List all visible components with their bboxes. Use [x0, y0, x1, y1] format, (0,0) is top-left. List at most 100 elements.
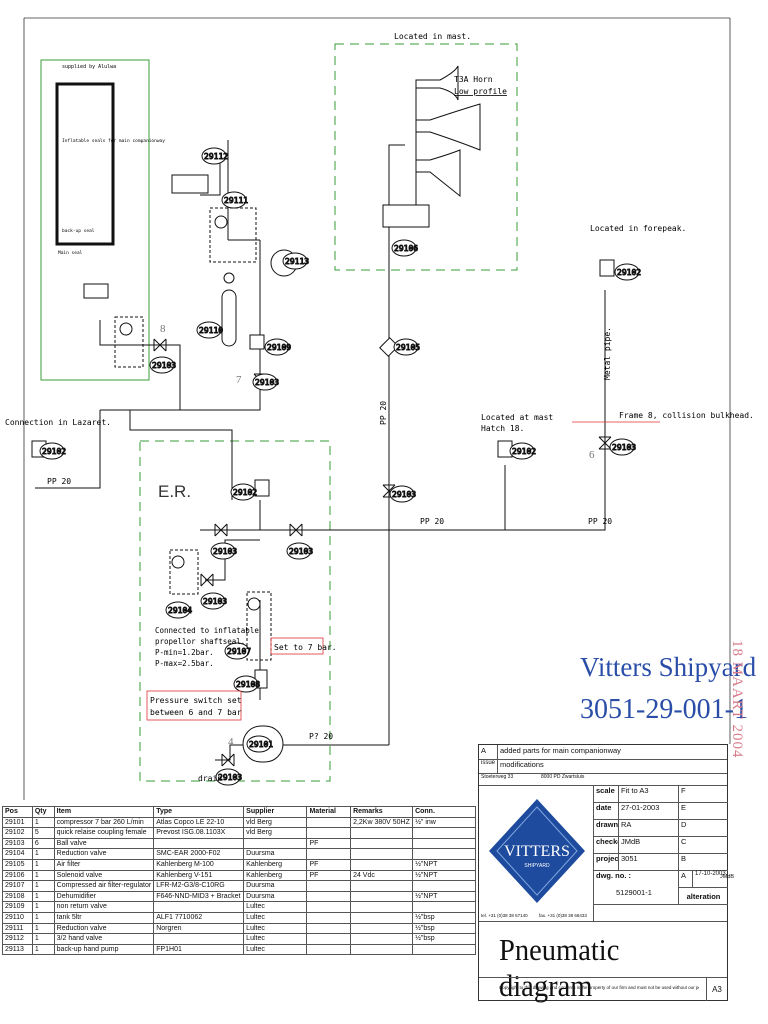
svg-text:29104: 29104: [168, 606, 192, 615]
cell-type: [153, 837, 245, 850]
svg-text:29106: 29106: [394, 244, 418, 253]
pressure-switch-box: [146, 690, 242, 721]
svg-text:29103: 29103: [612, 443, 636, 452]
alteration-date: 17-10-2003: [692, 870, 728, 887]
hatch-label: Hatch 18.: [481, 424, 524, 433]
cell-pos: 29101: [2, 816, 33, 829]
cell-material: [306, 816, 352, 829]
drawn-label: drawn: [596, 820, 618, 829]
svg-text:29111: 29111: [224, 196, 248, 205]
cell-qty: 1: [31, 816, 55, 829]
cell-qty: 1: [31, 911, 55, 924]
svg-text:29102: 29102: [42, 447, 66, 456]
cell-pos: 29108: [2, 890, 33, 903]
coupling-icon-er: [254, 479, 270, 497]
main-seal-label: Main seal: [58, 250, 83, 256]
gauge-icon-2: [214, 215, 228, 229]
cell-conn: [412, 880, 476, 892]
set-to-box: [270, 637, 324, 655]
issue-text: modifications: [497, 759, 727, 773]
backup-seal-label: back-up seal: [62, 228, 95, 234]
vitters-logo: VITTERS SHIPYARD: [489, 799, 585, 903]
cell-conn: [412, 827, 476, 839]
col-header-material: Material: [306, 806, 352, 818]
cell-item: Ball valve: [53, 837, 155, 850]
col-header-pos: Pos: [2, 806, 33, 818]
cell-remarks: [350, 911, 414, 924]
pressure-switch-line-1: Pressure switch set: [150, 696, 242, 705]
cell-pos: 29104: [2, 848, 33, 860]
connected-line-1: Connected to inflatable: [155, 626, 259, 635]
alteration-label: alteration: [678, 887, 728, 905]
cell-conn: ½" inw: [412, 816, 476, 829]
rev-a-text: added parts for main companionway: [497, 745, 727, 759]
lazaret-label: Connection in Lazaret.: [5, 418, 111, 427]
ball-valve-icon: [200, 573, 214, 587]
cell-item: compressor 7 bar 260 L/min: [53, 816, 155, 829]
fax-label: fax. +31 (0)38 38 68433: [539, 913, 587, 918]
cell-type: F646-NND-MID3 + Bracket: [153, 890, 245, 903]
ball-valve-icon: [289, 523, 303, 537]
cell-pos: 29103: [2, 837, 33, 850]
svg-text:29110: 29110: [199, 326, 223, 335]
svg-text:29102: 29102: [617, 268, 641, 277]
cell-type: Prevost ISG.08.1103X: [153, 827, 245, 839]
supplied-label: supplied by Alulwa: [62, 64, 116, 70]
cell-qty: 1: [31, 943, 55, 956]
cell-supplier: Duursma: [243, 880, 308, 892]
svg-text:29101: 29101: [249, 740, 273, 749]
shipyard-name: Vitters Shipyard: [580, 652, 757, 682]
cell-remarks: [350, 827, 414, 839]
cell-material: [306, 880, 352, 892]
reduction-valve-icon: [209, 207, 257, 263]
companionway-box: [40, 59, 150, 381]
cell-supplier: Duursma: [243, 848, 308, 860]
cell-item: Reduction valve: [53, 848, 155, 860]
col-header-item: Item: [53, 806, 155, 818]
cell-item: Reduction valve: [53, 922, 155, 935]
shaftseal-gauge-icon: [171, 555, 185, 569]
cell-supplier: Kahlenberg: [243, 858, 308, 871]
cell-conn: [412, 837, 476, 850]
col-header-supplier: Supplier: [243, 806, 308, 818]
cell-material: [306, 943, 352, 956]
svg-text:29107: 29107: [227, 647, 251, 656]
rev-letter-d: D: [678, 819, 692, 836]
cell-material: PF: [306, 869, 352, 882]
svg-text:VITTERS: VITTERS: [504, 843, 570, 860]
project-label: project: [596, 854, 618, 863]
handwritten-8: 8: [160, 323, 166, 335]
horn-profile-label: Low profile: [454, 87, 507, 96]
cell-pos: 29111: [2, 922, 33, 935]
cell-qty: 1: [31, 933, 55, 945]
cell-remarks: [350, 880, 414, 892]
scale-value: Fit to A3: [618, 785, 678, 802]
ball-valve-icon: [598, 436, 612, 450]
cell-pos: 29106: [2, 869, 33, 882]
table-header-row: Pos Qty Item Type Supplier Material Rema…: [2, 806, 476, 818]
connected-line-3: P-min=1.2bar.: [155, 648, 214, 657]
svg-text:29103: 29103: [152, 361, 176, 370]
checked-value: JMdB: [618, 836, 678, 853]
cell-type: Kahlenberg V-151: [153, 869, 245, 882]
pipes: [35, 80, 606, 761]
cell-qty: 6: [31, 837, 55, 850]
svg-text:29112: 29112: [204, 152, 228, 161]
cell-item: Compressed air filter-regulator: [53, 880, 155, 892]
date-value: 27-01-2003: [618, 802, 678, 819]
handwritten-6: 6: [589, 449, 595, 461]
svg-text:29113: 29113: [285, 257, 309, 266]
cell-supplier: Lultec: [243, 911, 308, 924]
cell-item: 3/2 hand valve: [53, 933, 155, 945]
cell-item: non return valve: [53, 901, 155, 913]
components: [31, 174, 615, 763]
title-block: A added parts for main companionway issu…: [478, 744, 734, 1003]
cell-pos: 29110: [2, 911, 33, 924]
solenoid-valve-icon: [83, 283, 109, 299]
cell-item: Air filter: [53, 858, 155, 871]
cell-material: [306, 890, 352, 903]
pipe-main: [259, 290, 606, 531]
